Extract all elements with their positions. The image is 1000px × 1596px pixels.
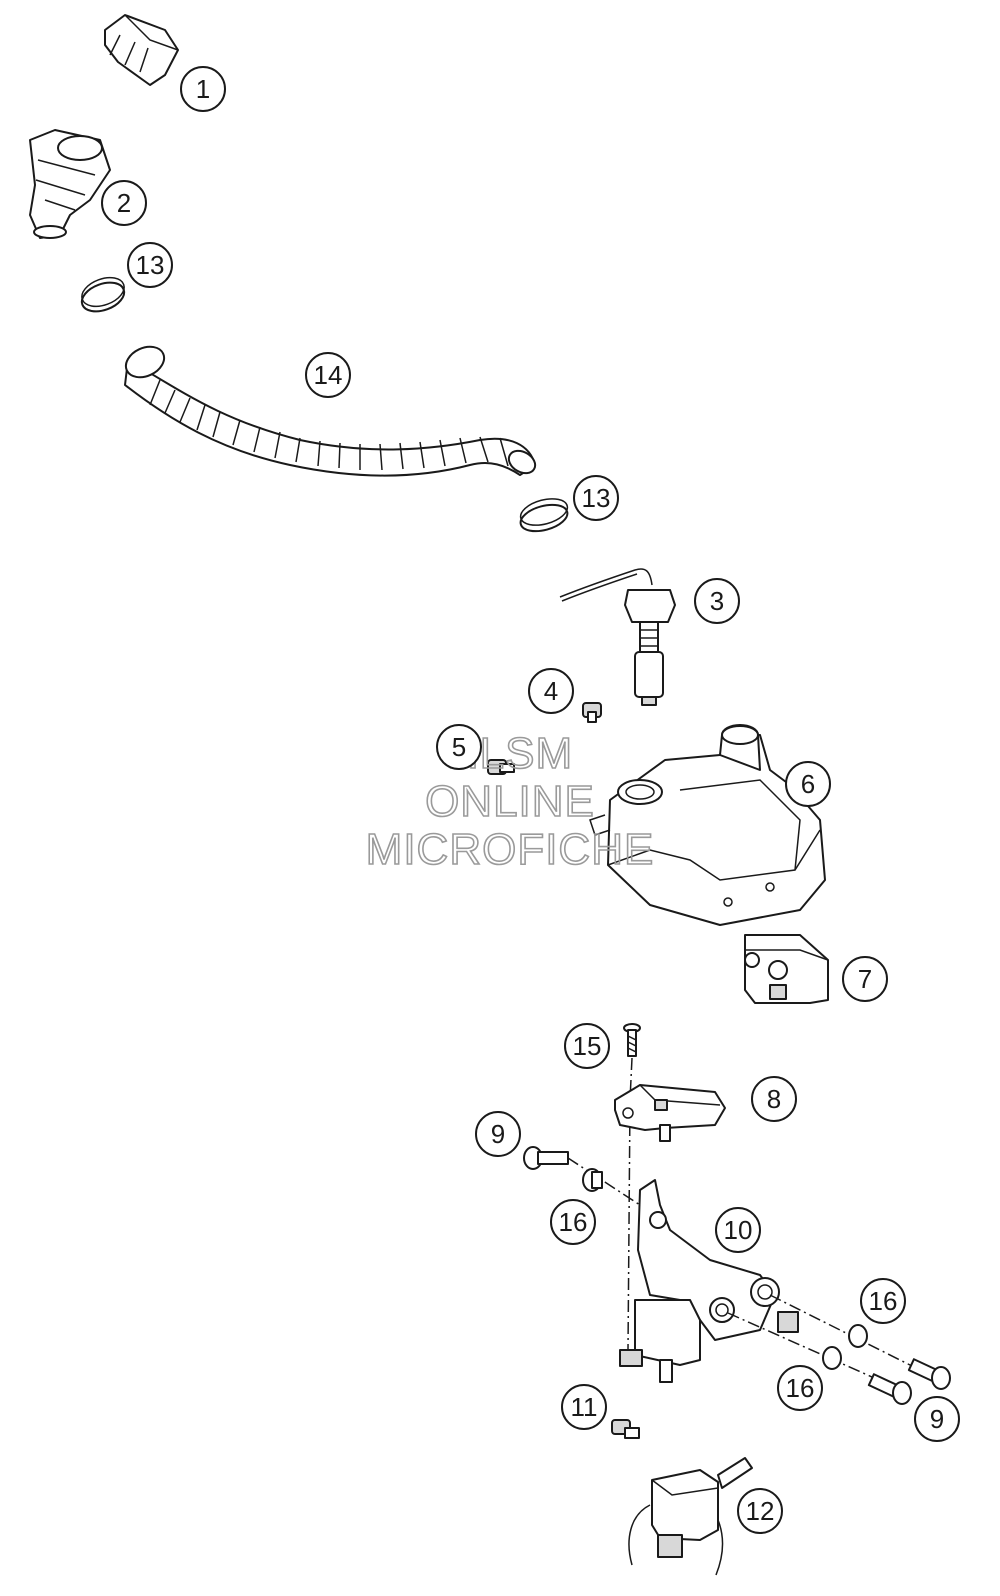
callout-1: 1: [180, 66, 226, 112]
callout-labels: 1 2 13 14 13 3 4 5 6 7 15 8 9 16 10 16 1…: [101, 66, 960, 1534]
assembly-line-15: [627, 1057, 633, 1351]
part-filler-neck: [29, 129, 111, 239]
part-level-sensor: [559, 568, 676, 706]
callout-2: 2: [101, 180, 147, 226]
callout-6: 6: [785, 761, 831, 807]
callout-4: 4: [528, 668, 574, 714]
watermark-line-2: ONLINE: [425, 777, 595, 826]
part-tank: [589, 724, 826, 926]
callout-9-left: 9: [475, 1111, 521, 1157]
svg-text:8: 8: [767, 1084, 781, 1114]
assembly-line-left: [567, 1157, 641, 1206]
part-hose-clamp-upper: [80, 276, 126, 313]
part-screw-5: [487, 759, 515, 775]
svg-text:2: 2: [117, 188, 131, 218]
svg-text:16: 16: [559, 1207, 588, 1237]
svg-text:13: 13: [136, 250, 165, 280]
svg-text:16: 16: [786, 1373, 815, 1403]
callout-15: 15: [564, 1023, 610, 1069]
svg-text:10: 10: [724, 1215, 753, 1245]
callout-11: 11: [561, 1384, 607, 1430]
part-corrugated-hose: [124, 345, 537, 477]
part-mounting-bracket: [619, 1179, 799, 1383]
part-screw-11: [611, 1419, 640, 1439]
svg-text:4: 4: [544, 676, 558, 706]
part-valve: [628, 1457, 753, 1576]
svg-text:15: 15: [573, 1031, 602, 1061]
svg-text:16: 16: [869, 1286, 898, 1316]
part-clip-bracket: [744, 934, 829, 1004]
callout-10: 10: [715, 1207, 761, 1253]
svg-text:9: 9: [930, 1404, 944, 1434]
svg-text:5: 5: [452, 732, 466, 762]
svg-text:1: 1: [196, 74, 210, 104]
svg-text:9: 9: [491, 1119, 505, 1149]
part-bolt-right-lower: [867, 1373, 912, 1405]
part-bolt-left: [523, 1146, 569, 1170]
svg-text:11: 11: [571, 1392, 598, 1422]
callout-12: 12: [737, 1488, 783, 1534]
part-sensor-module: [614, 1084, 726, 1142]
callout-13-lower: 13: [573, 475, 619, 521]
part-bushing-right-upper: [848, 1324, 868, 1348]
svg-text:14: 14: [314, 360, 343, 390]
part-bushing-left: [582, 1168, 603, 1192]
callout-16-right-upper: 16: [860, 1278, 906, 1324]
svg-text:13: 13: [582, 483, 611, 513]
svg-text:12: 12: [746, 1496, 775, 1526]
assembly-line-right-lower: [727, 1312, 891, 1386]
callout-14: 14: [305, 352, 351, 398]
part-filler-cap: [104, 14, 179, 86]
callout-8: 8: [751, 1076, 797, 1122]
part-bushing-right-lower: [822, 1346, 842, 1370]
callout-9-right: 9: [914, 1396, 960, 1442]
part-hose-clamp-lower: [519, 498, 569, 533]
watermark-line-3: MICROFICHE: [366, 825, 655, 874]
svg-text:3: 3: [710, 586, 724, 616]
callout-16-left: 16: [550, 1199, 596, 1245]
svg-text:6: 6: [801, 769, 815, 799]
svg-text:7: 7: [858, 964, 872, 994]
callout-5: 5: [436, 724, 482, 770]
callout-7: 7: [842, 956, 888, 1002]
part-screw-15: [623, 1023, 641, 1057]
part-screw-4: [582, 702, 602, 723]
callout-16-right-lower: 16: [777, 1365, 823, 1411]
callout-13-upper: 13: [127, 242, 173, 288]
callout-3: 3: [694, 578, 740, 624]
part-bolt-right-upper: [907, 1358, 951, 1390]
